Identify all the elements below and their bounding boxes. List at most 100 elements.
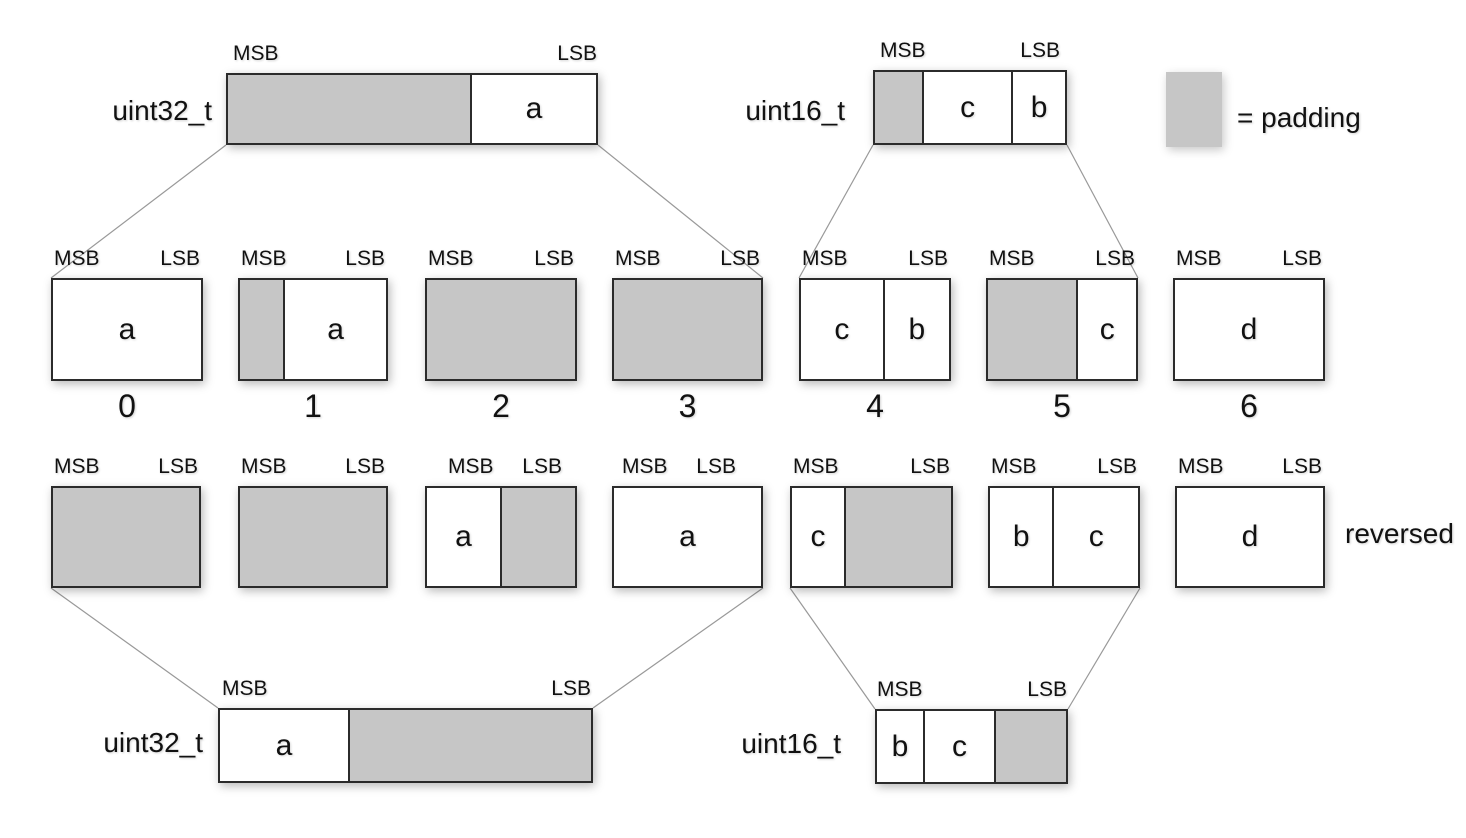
type-label-bottom-uint16: uint16_t [741, 728, 841, 759]
byte-6-box: d [1173, 278, 1325, 381]
byte-number-3: 3 [678, 388, 697, 424]
field-letter: b [891, 729, 909, 763]
byte-1-lsb-label: LSB [345, 247, 385, 270]
field-segment-c: c [792, 488, 845, 586]
byte-6-msb-label: MSB [1176, 247, 1222, 270]
connector-line [50, 587, 219, 709]
byte-5-lsb-label: LSB [1095, 247, 1135, 270]
field-segment-a: a [470, 75, 596, 143]
byte-3-msb-label: MSB [615, 247, 661, 270]
field-letter: c [834, 312, 850, 346]
rev-3-msb-label: MSB [622, 455, 668, 478]
field-letter: c [810, 520, 826, 553]
bottom-uint32-msb-label: MSB [222, 677, 268, 700]
rev-3-box: a [612, 486, 763, 588]
field-letter: a [455, 520, 472, 553]
byte-2-msb-label: MSB [428, 247, 474, 270]
rev-3-lsb-label: LSB [696, 455, 736, 478]
reversed-label: reversed [1345, 518, 1454, 549]
field-segment-c: c [1076, 280, 1136, 379]
padding-segment [500, 488, 575, 586]
rev-5-msb-label: MSB [991, 455, 1037, 478]
bottom-uint16-msb-label: MSB [877, 678, 923, 701]
field-segment-d: d [1175, 280, 1323, 379]
byte-2-lsb-label: LSB [534, 247, 574, 270]
padding-segment [228, 75, 471, 143]
top-uint32-box: a [226, 73, 598, 145]
field-letter: c [952, 729, 968, 763]
rev-4-box: c [790, 486, 953, 588]
rev-1-lsb-label: LSB [345, 455, 385, 478]
byte-6-lsb-label: LSB [1282, 247, 1322, 270]
type-label-top-uint32: uint32_t [112, 95, 212, 126]
connector-line [1067, 587, 1141, 710]
field-letter: d [1241, 520, 1259, 553]
field-segment-a: a [283, 280, 386, 379]
field-segment-b: b [990, 488, 1053, 586]
byte-0-lsb-label: LSB [160, 247, 200, 270]
bottom-uint32-lsb-label: LSB [551, 677, 591, 700]
byte-number-6: 6 [1240, 388, 1258, 424]
byte-1-msb-label: MSB [241, 247, 287, 270]
field-segment-a: a [427, 488, 500, 586]
field-segment-a: a [53, 280, 201, 379]
connector-line [789, 587, 876, 710]
top-uint16-msb-label: MSB [880, 39, 926, 62]
field-letter: d [1240, 312, 1258, 346]
type-label-bottom-uint32: uint32_t [103, 727, 203, 758]
byte-3-lsb-label: LSB [720, 247, 760, 270]
padding-legend-text: = padding [1237, 102, 1361, 133]
rev-2-lsb-label: LSB [522, 455, 562, 478]
rev-1-msb-label: MSB [241, 455, 287, 478]
field-letter: b [1030, 90, 1048, 124]
padding-segment [53, 488, 199, 586]
bottom-uint16-lsb-label: LSB [1027, 678, 1067, 701]
field-letter: c [1088, 520, 1104, 553]
top-uint16-lsb-label: LSB [1020, 39, 1060, 62]
rev-0-box [51, 486, 201, 588]
rev-5-lsb-label: LSB [1097, 455, 1137, 478]
type-label-top-uint16: uint16_t [745, 95, 845, 126]
byte-4-lsb-label: LSB [908, 247, 948, 270]
byte-0-msb-label: MSB [54, 247, 100, 270]
field-letter: c [960, 90, 976, 124]
field-segment-c: c [923, 711, 995, 782]
byte-number-1: 1 [304, 388, 322, 424]
rev-2-msb-label: MSB [448, 455, 494, 478]
rev-0-lsb-label: LSB [158, 455, 198, 478]
padding-segment [875, 72, 922, 143]
field-segment-a: a [614, 488, 761, 586]
padding-segment [988, 280, 1077, 379]
top-uint32-msb-label: MSB [233, 42, 279, 65]
byte-5-box: c [986, 278, 1138, 381]
padding-segment [240, 280, 284, 379]
bottom-uint32-box: a [218, 708, 593, 783]
field-letter: a [679, 520, 696, 553]
padding-segment [994, 711, 1066, 782]
field-segment-b: b [882, 280, 949, 379]
byte-number-2: 2 [492, 388, 510, 424]
rev-4-msb-label: MSB [793, 455, 839, 478]
field-segment-c: c [801, 280, 883, 379]
rev-6-lsb-label: LSB [1282, 455, 1322, 478]
field-letter: a [118, 312, 136, 346]
field-segment-a: a [220, 710, 348, 781]
field-letter: c [1099, 312, 1115, 346]
field-segment-b: b [877, 711, 924, 782]
field-segment-c: c [1052, 488, 1138, 586]
rev-6-msb-label: MSB [1178, 455, 1224, 478]
field-letter: b [908, 312, 926, 346]
field-segment-d: d [1177, 488, 1323, 586]
padding-segment [614, 280, 761, 379]
rev-1-box [238, 486, 388, 588]
byte-5-msb-label: MSB [989, 247, 1035, 270]
byte-4-msb-label: MSB [802, 247, 848, 270]
byte-0-box: a [51, 278, 203, 381]
field-segment-b: b [1011, 72, 1065, 143]
connector-line [592, 587, 764, 709]
